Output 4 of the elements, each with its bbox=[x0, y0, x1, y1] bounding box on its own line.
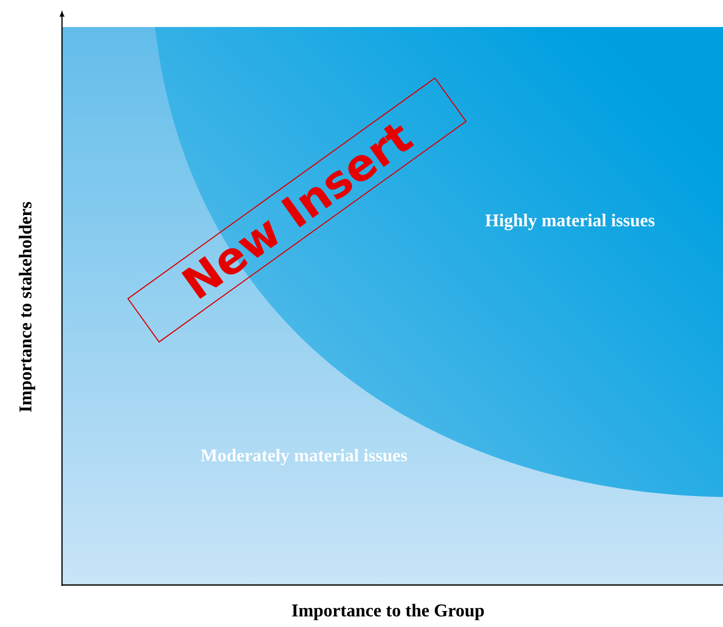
axis-label: Importance to the Group bbox=[292, 604, 484, 620]
region: Moderately material issues bbox=[200, 448, 408, 466]
region: Highly material issues bbox=[485, 214, 655, 230]
axis-label: Importance to stakeholders bbox=[18, 202, 36, 412]
